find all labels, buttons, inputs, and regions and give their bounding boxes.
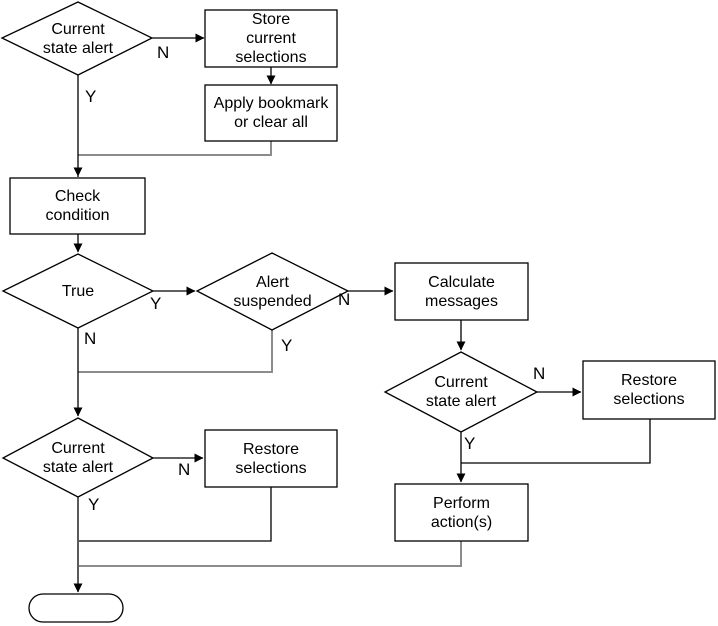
start-decision-shape — [0, 1, 154, 76]
store-selections-label: Store current selections — [235, 11, 307, 66]
edge-perform-elbow — [79, 541, 462, 567]
perform-actions-label: Perform action(s) — [430, 494, 493, 531]
calculate-messages-box — [394, 262, 529, 321]
calculate-messages-label: Calculate messages — [425, 273, 498, 310]
branch-label-suspended-no: N — [338, 290, 351, 309]
branch-label-true-no: N — [84, 329, 97, 348]
start-decision-label: Current state alert — [42, 20, 114, 57]
current-state-bottom-label: Current state alert — [42, 439, 114, 476]
store-selections-box — [204, 9, 338, 68]
branch-label-bottom-no: N — [178, 460, 191, 479]
restore-selections-left-box — [204, 429, 338, 488]
branch-label-mid-no: N — [533, 364, 546, 383]
true-decision-shape — [1, 253, 155, 329]
edge-apply-elbow — [78, 141, 272, 156]
restore-selections-left-label: Restore selections — [235, 440, 307, 477]
branch-label-start-no: N — [157, 43, 170, 62]
alert-suspended-shape — [195, 252, 350, 331]
apply-bookmark-label: Apply bookmark or clear all — [213, 95, 329, 131]
check-condition-label: Check condition — [45, 188, 110, 224]
branch-label-start-yes: Y — [85, 87, 97, 106]
branch-label-true-yes: Y — [150, 294, 162, 313]
true-decision-label: True — [61, 282, 95, 300]
edge-restore-right-elbow — [461, 419, 651, 464]
check-condition-box — [9, 177, 146, 235]
branch-label-suspended-yes: Y — [281, 336, 293, 355]
edge-suspended-yes-elbow — [78, 330, 273, 373]
restore-selections-right-label: Restore selections — [613, 372, 685, 408]
alert-suspended-label: Alert suspended — [233, 273, 312, 310]
branch-label-bottom-yes: Y — [88, 495, 100, 514]
end-terminator-label — [29, 594, 123, 622]
apply-bookmark-box — [204, 84, 338, 142]
edge-restore-left-elbow — [79, 487, 272, 542]
edges-layer — [78, 33, 651, 593]
current-state-bottom-shape — [1, 417, 155, 498]
current-state-mid-shape — [383, 351, 539, 433]
restore-selections-right-box — [582, 360, 716, 420]
end-terminator-shape — [28, 593, 124, 623]
perform-actions-box — [394, 483, 529, 542]
branch-label-mid-yes: Y — [464, 434, 476, 453]
current-state-mid-label: Current state alert — [425, 374, 497, 410]
